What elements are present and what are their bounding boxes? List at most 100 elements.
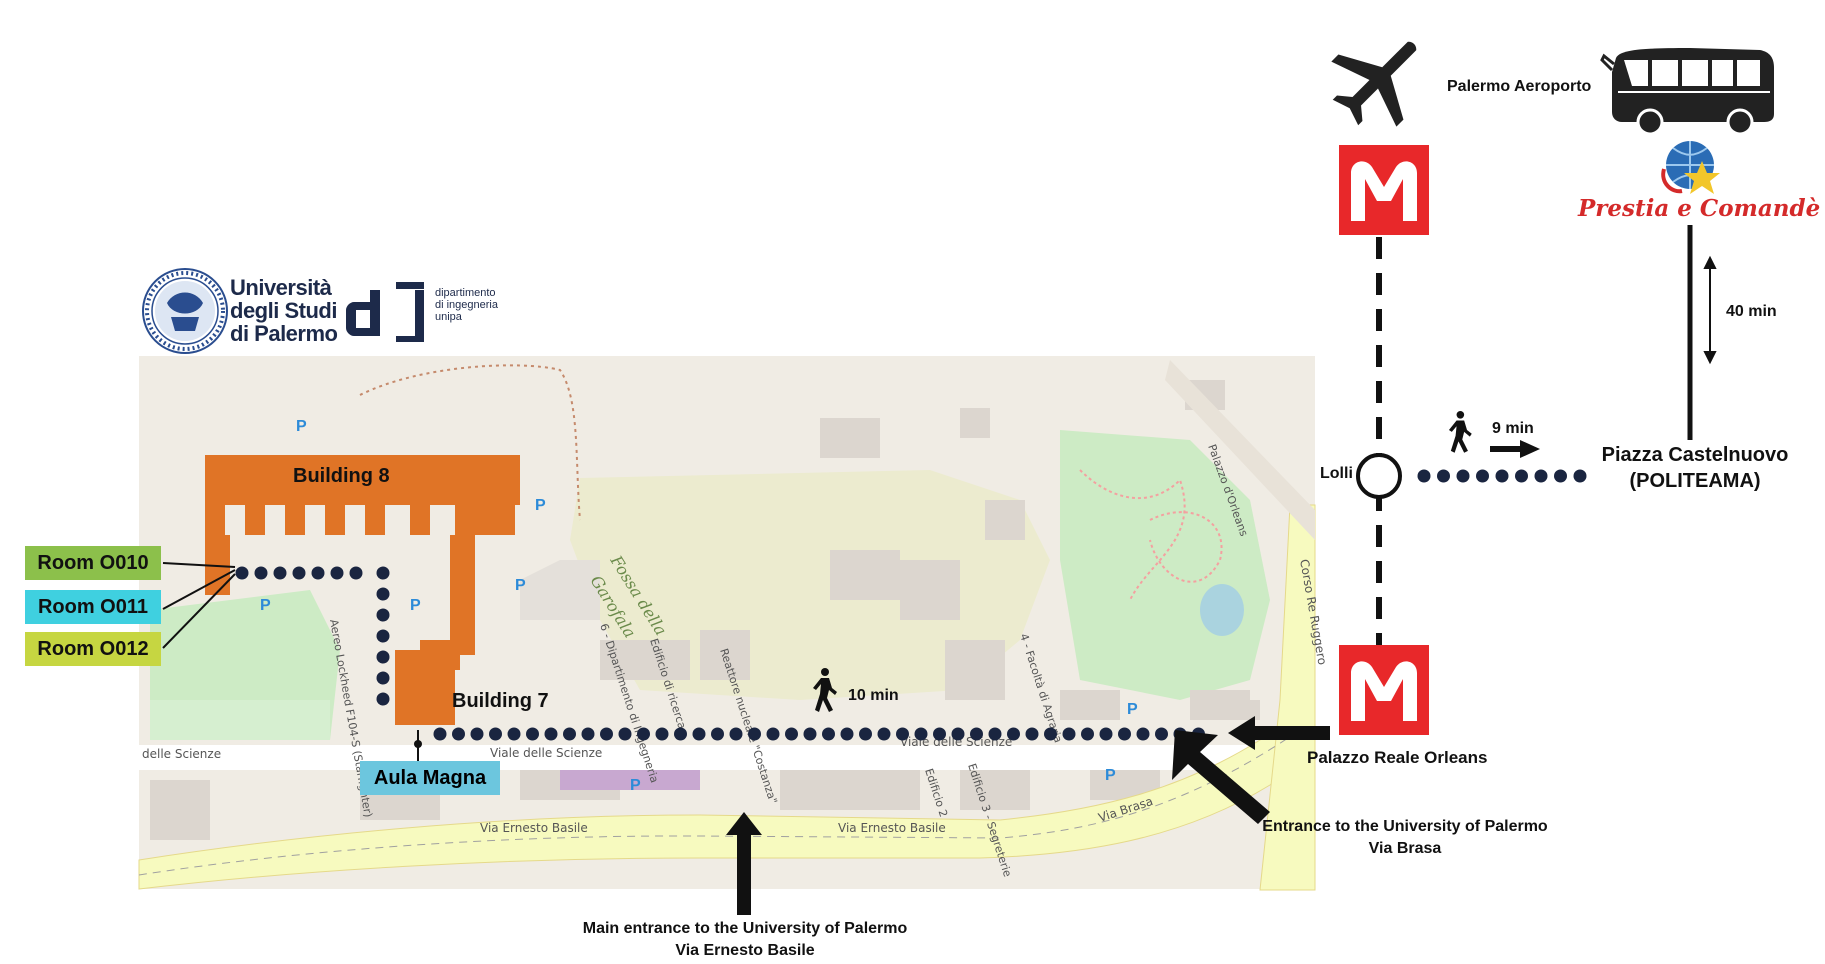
- walk-route-metro-dot: [1495, 469, 1509, 483]
- walk-route-metro-dot: [1573, 469, 1587, 483]
- department-name-line2: di ingegneria: [435, 299, 498, 311]
- entrance-arrows: [726, 716, 1330, 915]
- building-8-shape: [205, 455, 520, 655]
- room-o010-label: Room O010: [25, 546, 161, 580]
- walk-route-metro-dot: [1554, 469, 1567, 483]
- orleans-stop-label: Palazzo Reale Orleans: [1307, 748, 1488, 767]
- building-7-shape: [395, 640, 460, 725]
- road-label-viale-left: delle Scienze: [142, 747, 221, 761]
- svg-text:P: P: [515, 577, 526, 594]
- walk-route-viale-dot: [1118, 727, 1131, 741]
- piazza-line1: Piazza Castelnuovo: [1601, 444, 1789, 466]
- svg-text:P: P: [1127, 701, 1138, 718]
- walk-route-metro-dot: [1476, 469, 1489, 483]
- walk-route-metro-dot: [1417, 469, 1431, 483]
- walk-route-viale-dot: [674, 727, 687, 741]
- walk-route-viale-dot: [1025, 727, 1039, 741]
- room-o011-label: Room O011: [25, 590, 161, 624]
- walk-route-viale-dot: [1044, 727, 1057, 741]
- walk-route-viale-dot: [729, 727, 743, 741]
- brasa-entrance-label: Entrance to the University of Palermo Vi…: [1240, 816, 1570, 860]
- walk-route-viale-dot: [1081, 727, 1094, 741]
- room-o011-connector: [162, 569, 236, 610]
- metro-sign-orleans: [1339, 645, 1429, 735]
- walk-person-icon: [813, 668, 837, 712]
- university-name: Università degli Studi di Palermo: [230, 275, 338, 346]
- walk-route-viale-dot: [563, 727, 576, 741]
- walk-route-viale-dot: [840, 727, 854, 741]
- walk-route-viale-dot: [489, 727, 502, 741]
- walk-route-viale-dot: [933, 727, 946, 741]
- department-name-line3: unipa: [435, 311, 462, 323]
- lolli-stop-label: Lolli: [1320, 465, 1353, 482]
- walk-time-metro: 9 min: [1492, 420, 1534, 437]
- walk-route-metro-dot: [1437, 469, 1450, 483]
- walk-route-viale-dot: [822, 727, 835, 741]
- walk-route-viale-dot: [692, 727, 706, 741]
- room-o012-connector: [162, 573, 236, 649]
- walk-route-metro-dot: [1456, 469, 1470, 483]
- walk-route-viale-dot: [803, 727, 817, 741]
- bus-time-label: 40 min: [1726, 303, 1777, 320]
- main-entrance-line2: Via Ernesto Basile: [675, 942, 815, 959]
- road-label-viale-2: Viale delle Scienze: [900, 735, 1012, 749]
- walk-route-viale-dot: [600, 727, 613, 741]
- walk-arrow-right: [1490, 440, 1540, 458]
- walk-person-icon-metro: [1448, 411, 1472, 453]
- university-name-line1: Università: [230, 275, 332, 300]
- walk-route-viale-dot: [748, 727, 761, 741]
- aula-magna-label: Aula Magna: [360, 761, 500, 795]
- main-entrance-label: Main entrance to the University of Paler…: [560, 918, 930, 962]
- parking-markers: P P P P P P P P: [260, 418, 1138, 794]
- university-name-line3: di Palermo: [230, 321, 338, 346]
- walk-route-viale-dot: [970, 727, 983, 741]
- building-7-label: Building 7: [452, 690, 549, 712]
- room-o012-label: Room O012: [25, 632, 161, 666]
- piazza-castelnuovo-label: Piazza Castelnuovo (POLITEAMA): [1580, 442, 1810, 494]
- walk-route-viale: [433, 727, 1205, 741]
- walk-route-viale-dot: [896, 727, 909, 741]
- brasa-entrance-line1: Entrance to the University of Palermo: [1262, 818, 1548, 835]
- airport-label: Palermo Aeroporto: [1447, 78, 1592, 95]
- room-o010-connector: [162, 562, 236, 568]
- svg-text:P: P: [260, 597, 271, 614]
- university-seal-logo: [142, 268, 228, 354]
- walk-route-viale-dot: [1007, 727, 1020, 741]
- bus-icon: [1600, 48, 1774, 136]
- walk-route-viale-dot: [1062, 727, 1076, 741]
- metro-sign-top: [1339, 145, 1429, 235]
- bus-time-arrow: [1703, 255, 1717, 365]
- svg-text:P: P: [410, 597, 421, 614]
- walk-route-viale-dot: [618, 727, 632, 741]
- walk-route-viale-dot: [1136, 727, 1150, 741]
- road-label-viale-1: Viale delle Scienze: [490, 746, 602, 760]
- walk-route-viale-dot: [507, 727, 521, 741]
- walk-route-viale-dot: [951, 727, 965, 741]
- department-name: dipartimento di ingegneria unipa: [435, 287, 498, 323]
- dipartimento-logo: [346, 282, 424, 342]
- walk-route-viale-dot: [877, 727, 891, 741]
- walk-time-campus: 10 min: [848, 687, 899, 704]
- walk-route-viale-dot: [914, 727, 928, 741]
- walk-route-viale-dot: [859, 727, 872, 741]
- walk-route-viale-dot: [1099, 727, 1113, 741]
- svg-text:P: P: [630, 777, 641, 794]
- department-name-line1: dipartimento: [435, 287, 496, 299]
- brasa-entrance-line2: Via Brasa: [1368, 840, 1442, 857]
- airplane-icon: [1331, 41, 1417, 127]
- walk-route-viale-dot: [766, 727, 780, 741]
- walk-route-viale-dot: [526, 727, 539, 741]
- svg-text:P: P: [1105, 767, 1116, 784]
- walk-route-viale-dot: [637, 727, 650, 741]
- walk-route-viale-dot: [452, 727, 465, 741]
- walk-route-viale-dot: [433, 727, 447, 741]
- prestia-comande-label: Prestia e Comandè: [1578, 195, 1821, 222]
- svg-text:P: P: [535, 497, 546, 514]
- walk-route-metro: [1417, 469, 1587, 483]
- building-8-label: Building 8: [293, 465, 390, 487]
- piazza-line2: (POLITEAMA): [1629, 470, 1761, 492]
- walk-route-viale-dot: [581, 727, 595, 741]
- walk-route-campus: [235, 566, 390, 706]
- walk-route-viale-dot: [470, 727, 484, 741]
